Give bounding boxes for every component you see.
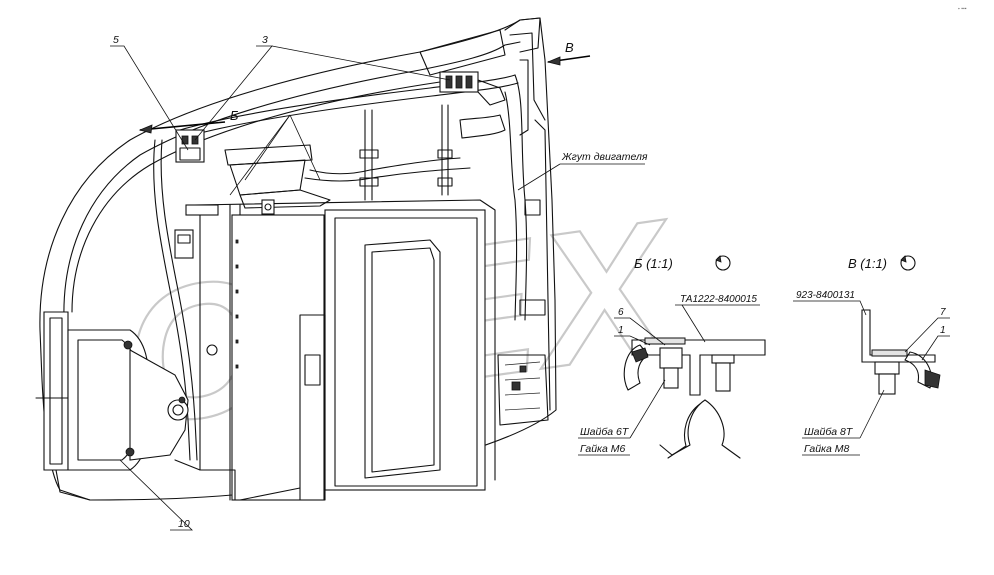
main-assembly-view bbox=[35, 17, 557, 501]
detail-b-washer: Шайба 6Т bbox=[580, 426, 630, 438]
harness-label: Жгут двигателя bbox=[561, 151, 648, 163]
top-bracket bbox=[224, 144, 313, 166]
detail-v-washer: Шайба 8Т bbox=[804, 426, 854, 438]
callout-5-number: 5 bbox=[113, 34, 119, 46]
view-v-indicator: В bbox=[546, 40, 591, 66]
detail-b-nut: Гайка М6 bbox=[580, 443, 626, 455]
connector-top-right bbox=[439, 71, 506, 106]
detail-v: В (1:1) 923-8400131 7 1 Шайба 8Т Гайка М… bbox=[793, 255, 950, 456]
view-v-label: В bbox=[565, 40, 574, 55]
detail-b-part-number: ТА1222-8400015 bbox=[680, 294, 757, 305]
harness-top-run bbox=[179, 74, 516, 131]
callout-3: 3 bbox=[194, 34, 451, 141]
detail-v-item-1: 1 bbox=[940, 325, 946, 336]
rotate-symbol-v bbox=[900, 255, 916, 271]
callout-3-number: 3 bbox=[262, 34, 268, 46]
callout-10: 10 bbox=[119, 459, 193, 531]
detail-v-part-number: 923-8400131 bbox=[796, 290, 855, 301]
left-block bbox=[231, 214, 325, 501]
detail-b: Б (1:1) ТА1222-8400015 6 1 Шайба 6Т Гайк… bbox=[578, 255, 766, 459]
rotate-symbol-b bbox=[715, 255, 731, 271]
inner-door-panel bbox=[364, 239, 441, 479]
detail-v-bracket bbox=[861, 309, 936, 363]
callout-harness: Жгут двигателя bbox=[517, 151, 648, 191]
connector-top-left bbox=[175, 129, 205, 163]
detail-v-title: В (1:1) bbox=[848, 256, 887, 271]
panel-frame-top bbox=[194, 199, 496, 481]
detail-b-item-6: 6 bbox=[618, 307, 624, 318]
detail-b-item-1: 1 bbox=[618, 325, 624, 336]
callout-5: 5 bbox=[110, 34, 189, 151]
callout-10-number: 10 bbox=[178, 518, 190, 530]
harness-right-run bbox=[514, 74, 528, 321]
cab-outline bbox=[39, 17, 557, 501]
detail-v-nut: Гайка М8 bbox=[804, 443, 850, 455]
view-b-indicator: Б bbox=[138, 108, 239, 134]
harness-left-run bbox=[153, 139, 191, 461]
inner-shell-line bbox=[63, 41, 521, 321]
center-panel bbox=[324, 209, 486, 491]
right-lower-bracket bbox=[497, 354, 549, 426]
detail-v-item-7: 7 bbox=[940, 307, 946, 318]
view-b-label: Б bbox=[230, 108, 239, 123]
headlamp bbox=[35, 311, 189, 501]
corner-mark: ⬩ ▪▪▪ bbox=[958, 6, 967, 12]
detail-b-title: Б (1:1) bbox=[634, 256, 673, 271]
